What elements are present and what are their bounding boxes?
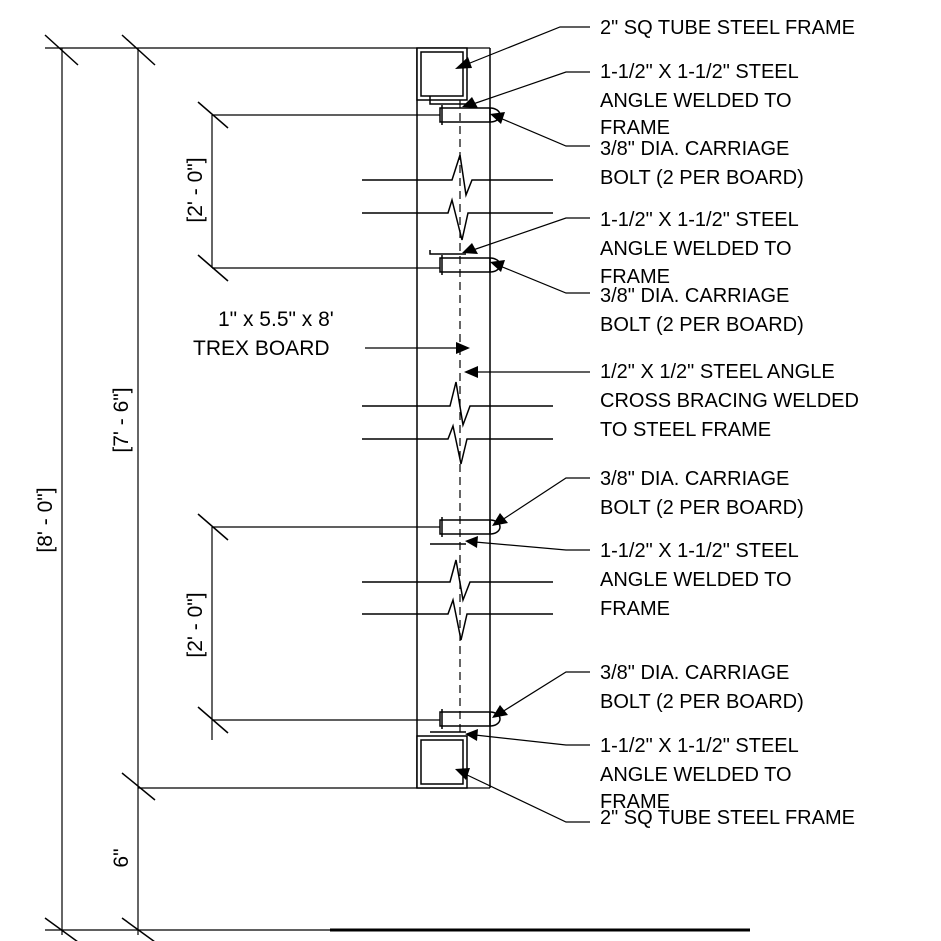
label-bolt-2-line-1: 3/8" DIA. CARRIAGE xyxy=(600,285,789,307)
leader-tube-top xyxy=(455,26,590,69)
label-board-line-2: TREX BOARD xyxy=(193,337,330,360)
label-bracing-line-2: CROSS BRACING WELDED xyxy=(600,390,859,412)
label-bolt-1-line-2: BOLT (2 PER BOARD) xyxy=(600,167,804,189)
bolt-3-icon xyxy=(439,517,501,537)
leader-angle-4 xyxy=(465,729,590,746)
dim-spacing-top-text: [2' - 0"] xyxy=(184,157,207,222)
bolt-1-icon xyxy=(439,105,501,125)
dim-frame-text: [7' - 6"] xyxy=(110,387,133,452)
label-bracing-line-1: 1/2" X 1/2" STEEL ANGLE xyxy=(600,361,835,383)
leader-angle-1 xyxy=(462,71,590,108)
leader-bolt-2 xyxy=(490,260,590,294)
leader-angle-3 xyxy=(465,536,590,551)
dimension-spacing-top xyxy=(197,101,440,282)
bolt-2-icon xyxy=(439,255,501,275)
label-bolt-3-line-2: BOLT (2 PER BOARD) xyxy=(600,497,804,519)
tube-bottom-icon xyxy=(416,735,468,789)
board-breaks xyxy=(362,154,553,641)
label-bolt-4-line-2: BOLT (2 PER BOARD) xyxy=(600,691,804,713)
label-bolt-4-line-1: 3/8" DIA. CARRIAGE xyxy=(600,662,789,684)
label-angle-1-line-2: ANGLE WELDED TO xyxy=(600,90,792,112)
label-bolt-1-line-1: 3/8" DIA. CARRIAGE xyxy=(600,138,789,160)
frame-body xyxy=(416,48,491,788)
label-tube-top: 2" SQ TUBE STEEL FRAME xyxy=(600,17,855,39)
bolt-4-icon xyxy=(439,709,501,729)
dimension-spacing-bottom xyxy=(197,513,440,740)
leader-bolt-3 xyxy=(492,477,590,526)
label-angle-4-line-2: ANGLE WELDED TO xyxy=(600,764,792,786)
angle-1-icon xyxy=(429,96,466,105)
label-angle-1-line-3: FRAME xyxy=(600,117,670,139)
label-angle-4-line-1: 1-1/2" X 1-1/2" STEEL xyxy=(600,735,799,757)
leader-bolt-1 xyxy=(490,112,590,147)
label-board-line-1: 1" x 5.5" x 8' xyxy=(218,308,334,331)
leader-angle-2 xyxy=(462,217,590,254)
label-angle-1-line-1: 1-1/2" X 1-1/2" STEEL xyxy=(600,61,799,83)
label-angle-2-line-2: ANGLE WELDED TO xyxy=(600,238,792,260)
leader-tube-bottom xyxy=(455,768,590,823)
label-angle-2-line-3: FRAME xyxy=(600,266,670,288)
dimension-overall xyxy=(44,34,490,941)
angle-2-icon xyxy=(429,250,466,255)
dim-overall-text: [8' - 0"] xyxy=(34,487,57,552)
dim-spacing-bottom-text: [2' - 0"] xyxy=(184,592,207,657)
label-angle-3-line-1: 1-1/2" X 1-1/2" STEEL xyxy=(600,540,799,562)
leader-bolt-4 xyxy=(492,671,590,718)
label-angle-2-line-1: 1-1/2" X 1-1/2" STEEL xyxy=(600,209,799,231)
label-bolt-2-line-2: BOLT (2 PER BOARD) xyxy=(600,314,804,336)
label-bracing-line-3: TO STEEL FRAME xyxy=(600,419,771,441)
label-angle-4-line-3: FRAME xyxy=(600,791,670,813)
dim-base-text: 6" xyxy=(110,848,133,867)
leader-board xyxy=(365,342,470,354)
label-angle-3-line-2: ANGLE WELDED TO xyxy=(600,569,792,591)
label-bolt-3-line-1: 3/8" DIA. CARRIAGE xyxy=(600,468,789,490)
dimension-frame xyxy=(121,34,490,941)
label-tube-bottom: 2" SQ TUBE STEEL FRAME xyxy=(600,807,855,829)
leader-bracing xyxy=(464,366,590,378)
tube-top-icon xyxy=(416,47,468,101)
label-angle-3-line-3: FRAME xyxy=(600,598,670,620)
